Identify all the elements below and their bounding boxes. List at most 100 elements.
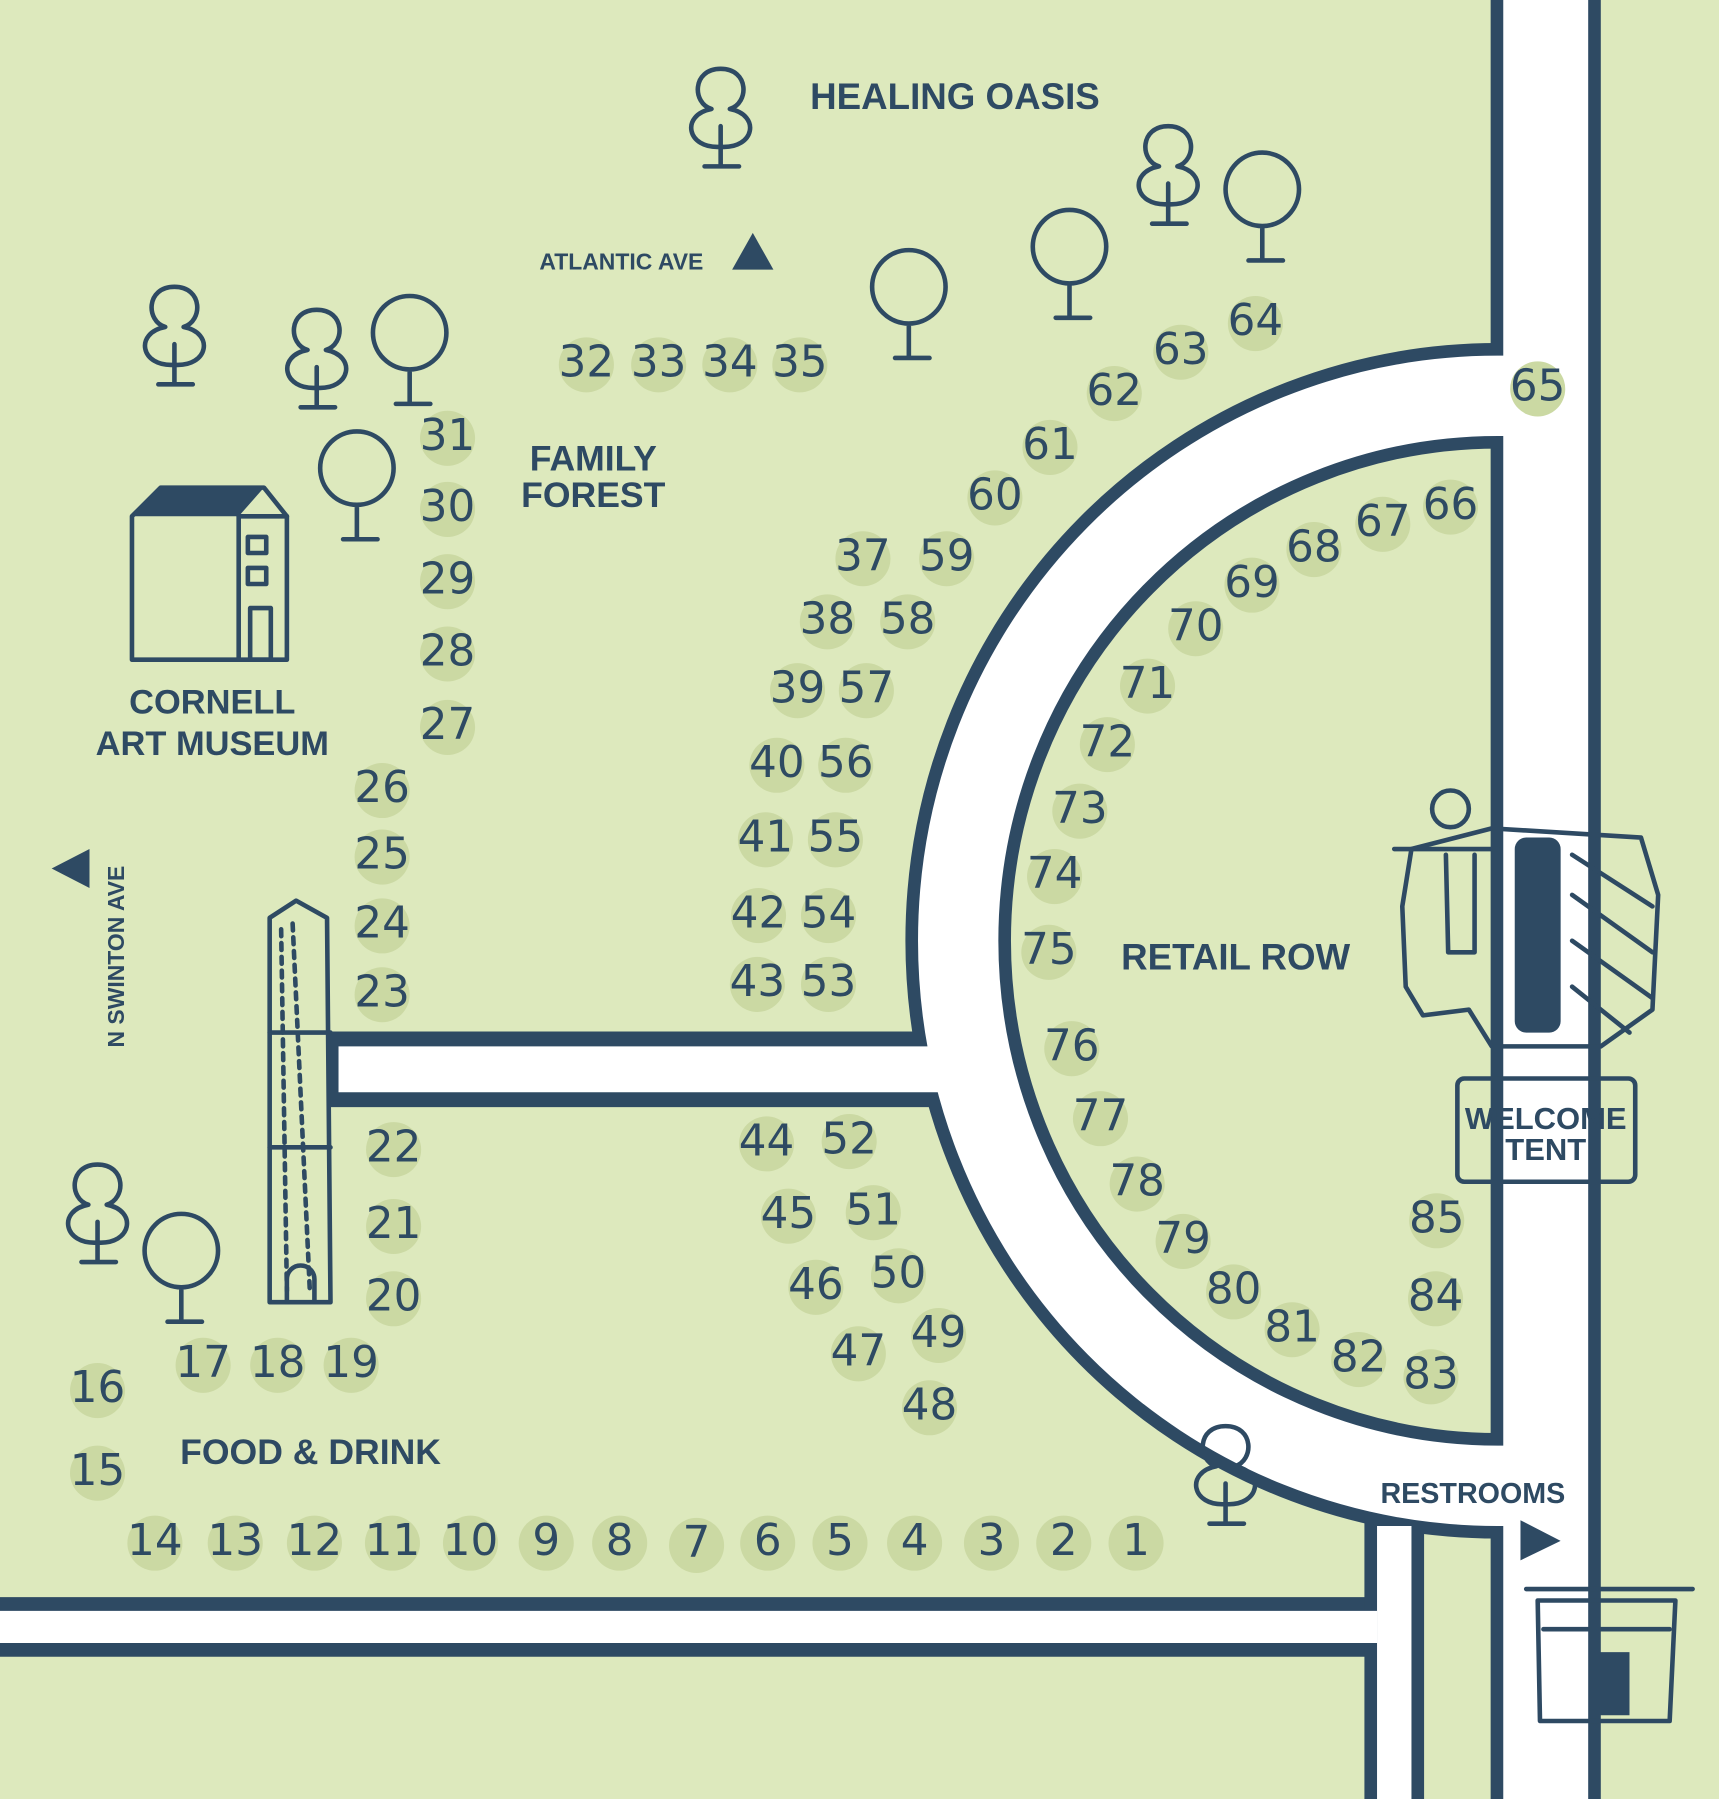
booth-17[interactable]: 17 — [175, 1337, 231, 1393]
booth-41[interactable]: 41 — [738, 812, 793, 868]
booth-4[interactable]: 4 — [887, 1515, 943, 1571]
booth-35[interactable]: 35 — [772, 337, 828, 393]
booth-23[interactable]: 23 — [354, 967, 410, 1023]
booth-33[interactable]: 33 — [631, 337, 686, 393]
booth-8[interactable]: 8 — [592, 1515, 648, 1571]
booth-37[interactable]: 37 — [835, 531, 891, 587]
street-atlantic-ave: ATLANTIC AVE — [539, 249, 703, 275]
booth-16[interactable]: 16 — [70, 1363, 125, 1419]
booth-55[interactable]: 55 — [808, 812, 863, 868]
booth-30[interactable]: 30 — [420, 481, 475, 537]
booth-69[interactable]: 69 — [1224, 557, 1280, 613]
booth-64[interactable]: 64 — [1228, 296, 1283, 352]
booth-28[interactable]: 28 — [420, 626, 475, 682]
booth-40[interactable]: 40 — [749, 737, 805, 793]
booth-highlight — [323, 1337, 379, 1393]
booth-39[interactable]: 39 — [770, 663, 825, 719]
booth-71[interactable]: 71 — [1120, 658, 1175, 714]
booth-34[interactable]: 34 — [702, 337, 758, 393]
booth-61[interactable]: 61 — [1022, 419, 1078, 475]
booth-11[interactable]: 11 — [365, 1515, 420, 1571]
booth-77[interactable]: 77 — [1073, 1091, 1128, 1147]
booth-31[interactable]: 31 — [419, 410, 476, 466]
booth-15[interactable]: 15 — [70, 1445, 125, 1501]
booth-46[interactable]: 46 — [788, 1259, 844, 1315]
booth-19[interactable]: 19 — [323, 1337, 379, 1393]
booth-43[interactable]: 43 — [730, 956, 785, 1012]
booth-number: 14 — [127, 1516, 182, 1566]
swinton-ave-arrow-icon — [51, 849, 90, 889]
booth-49[interactable]: 49 — [911, 1307, 966, 1364]
booth-6[interactable]: 6 — [740, 1515, 796, 1571]
booth-45[interactable]: 45 — [760, 1188, 816, 1244]
booth-number: 38 — [800, 595, 855, 645]
booth-3[interactable]: 3 — [963, 1515, 1020, 1571]
booth-62[interactable]: 62 — [1087, 365, 1142, 422]
booth-76[interactable]: 76 — [1044, 1021, 1100, 1077]
booth-21[interactable]: 21 — [366, 1198, 421, 1255]
booth-78[interactable]: 78 — [1109, 1156, 1165, 1212]
booth-25[interactable]: 25 — [354, 829, 410, 885]
booth-66[interactable]: 66 — [1423, 479, 1478, 535]
booth-67[interactable]: 67 — [1355, 496, 1411, 552]
booth-10[interactable]: 10 — [443, 1515, 498, 1571]
booth-72[interactable]: 72 — [1080, 717, 1135, 773]
booth-58[interactable]: 58 — [880, 594, 935, 650]
booth-47[interactable]: 47 — [831, 1326, 886, 1382]
booth-32[interactable]: 32 — [559, 337, 614, 393]
booth-highlight — [1052, 783, 1108, 839]
booth-14[interactable]: 14 — [127, 1515, 183, 1571]
booth-highlight — [1022, 419, 1078, 475]
booth-51[interactable]: 51 — [846, 1185, 901, 1241]
booth-highlight — [419, 410, 476, 466]
booth-74[interactable]: 74 — [1027, 849, 1082, 905]
booth-70[interactable]: 70 — [1168, 601, 1223, 657]
booth-highlight — [772, 337, 828, 393]
booth-highlight — [760, 1188, 816, 1244]
booth-1[interactable]: 1 — [1108, 1515, 1164, 1571]
booth-56[interactable]: 56 — [818, 737, 873, 793]
booth-84[interactable]: 84 — [1408, 1271, 1463, 1327]
booth-26[interactable]: 26 — [354, 762, 410, 819]
booth-13[interactable]: 13 — [207, 1515, 263, 1571]
booth-highlight — [250, 1337, 306, 1393]
booth-42[interactable]: 42 — [731, 888, 786, 944]
booth-29[interactable]: 29 — [420, 554, 475, 610]
booth-79[interactable]: 79 — [1155, 1213, 1211, 1269]
booth-highlight — [1108, 1515, 1164, 1571]
booth-20[interactable]: 20 — [366, 1271, 421, 1327]
trees — [65, 66, 1302, 1526]
booth-12[interactable]: 12 — [287, 1515, 342, 1571]
booth-85[interactable]: 85 — [1409, 1193, 1464, 1249]
booth-80[interactable]: 80 — [1206, 1264, 1261, 1320]
booth-50[interactable]: 50 — [871, 1248, 926, 1304]
booth-18[interactable]: 18 — [250, 1337, 306, 1393]
booth-81[interactable]: 81 — [1264, 1302, 1320, 1358]
booth-2[interactable]: 2 — [1036, 1515, 1092, 1571]
booth-27[interactable]: 27 — [420, 699, 475, 755]
booth-60[interactable]: 60 — [967, 470, 1023, 526]
booth-38[interactable]: 38 — [800, 594, 855, 650]
booth-73[interactable]: 73 — [1052, 783, 1108, 839]
booth-54[interactable]: 54 — [801, 888, 856, 944]
booth-22[interactable]: 22 — [366, 1122, 421, 1178]
booth-44[interactable]: 44 — [739, 1116, 794, 1172]
booth-57[interactable]: 57 — [839, 663, 894, 719]
booth-63[interactable]: 63 — [1153, 324, 1209, 380]
booth-65[interactable]: 65 — [1510, 361, 1565, 417]
booth-48[interactable]: 48 — [902, 1380, 957, 1436]
booth-59[interactable]: 59 — [919, 531, 975, 587]
booth-53[interactable]: 53 — [801, 956, 856, 1012]
booth-83[interactable]: 83 — [1403, 1349, 1459, 1405]
booth-24[interactable]: 24 — [354, 898, 410, 954]
booth-9[interactable]: 9 — [518, 1515, 574, 1571]
booth-82[interactable]: 82 — [1331, 1332, 1386, 1388]
booth-5[interactable]: 5 — [812, 1515, 868, 1571]
booth-52[interactable]: 52 — [821, 1114, 877, 1170]
booth-highlight — [354, 967, 410, 1023]
booth-highlight — [919, 531, 975, 587]
area-retail-row: RETAIL ROW — [1121, 936, 1350, 977]
booth-75[interactable]: 75 — [1021, 924, 1077, 980]
booth-68[interactable]: 68 — [1286, 522, 1342, 578]
booth-7[interactable]: 7 — [669, 1517, 725, 1573]
